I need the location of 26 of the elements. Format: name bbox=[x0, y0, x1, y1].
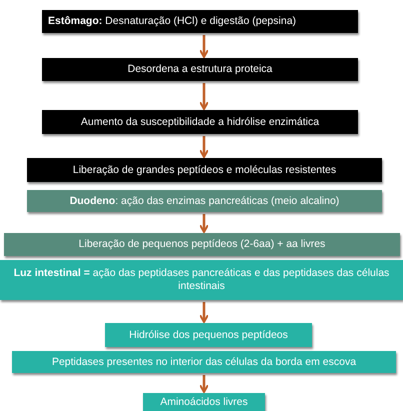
arrow bbox=[199, 83, 209, 110]
process-box bbox=[4, 233, 400, 256]
box-text: Liberação de grandes peptídeos e moléculas resistentes bbox=[72, 164, 336, 176]
arrow bbox=[199, 302, 209, 323]
process-box bbox=[143, 393, 265, 411]
box-text: Liberação de pequenos peptídeos (2-6aa) + aa livres bbox=[78, 238, 326, 251]
box-text: Aminoácidos livres bbox=[160, 396, 248, 408]
arrow bbox=[199, 375, 209, 393]
box-text: Aumento da susceptibilidade a hidrólise enzimática bbox=[80, 116, 320, 128]
process-box bbox=[105, 323, 312, 347]
arrow bbox=[199, 214, 209, 233]
process-box bbox=[27, 190, 382, 212]
arrow bbox=[199, 35, 209, 58]
box-text: Peptidases presentes no interior das células da borda em escova bbox=[52, 356, 356, 368]
box-text: Luz intestinal = ação das peptidases pancreáticas e das peptidases das células intestinais bbox=[12, 267, 390, 293]
box-text: Hidrólise dos pequenos peptídeos bbox=[129, 328, 288, 342]
process-box bbox=[42, 10, 358, 33]
process-box bbox=[42, 58, 358, 81]
box-text: Estômago: Desnaturação (HCl) e digestão (pepsina) bbox=[48, 15, 296, 28]
arrow bbox=[199, 136, 209, 158]
process-box bbox=[42, 110, 358, 134]
process-box bbox=[0, 260, 403, 300]
box-text: Desordena a estrutura proteica bbox=[128, 63, 272, 76]
box-text: Duodeno: ação das enzimas pancreáticas (meio alcalino) bbox=[70, 194, 340, 208]
process-box bbox=[27, 158, 382, 182]
process-box bbox=[12, 351, 396, 373]
